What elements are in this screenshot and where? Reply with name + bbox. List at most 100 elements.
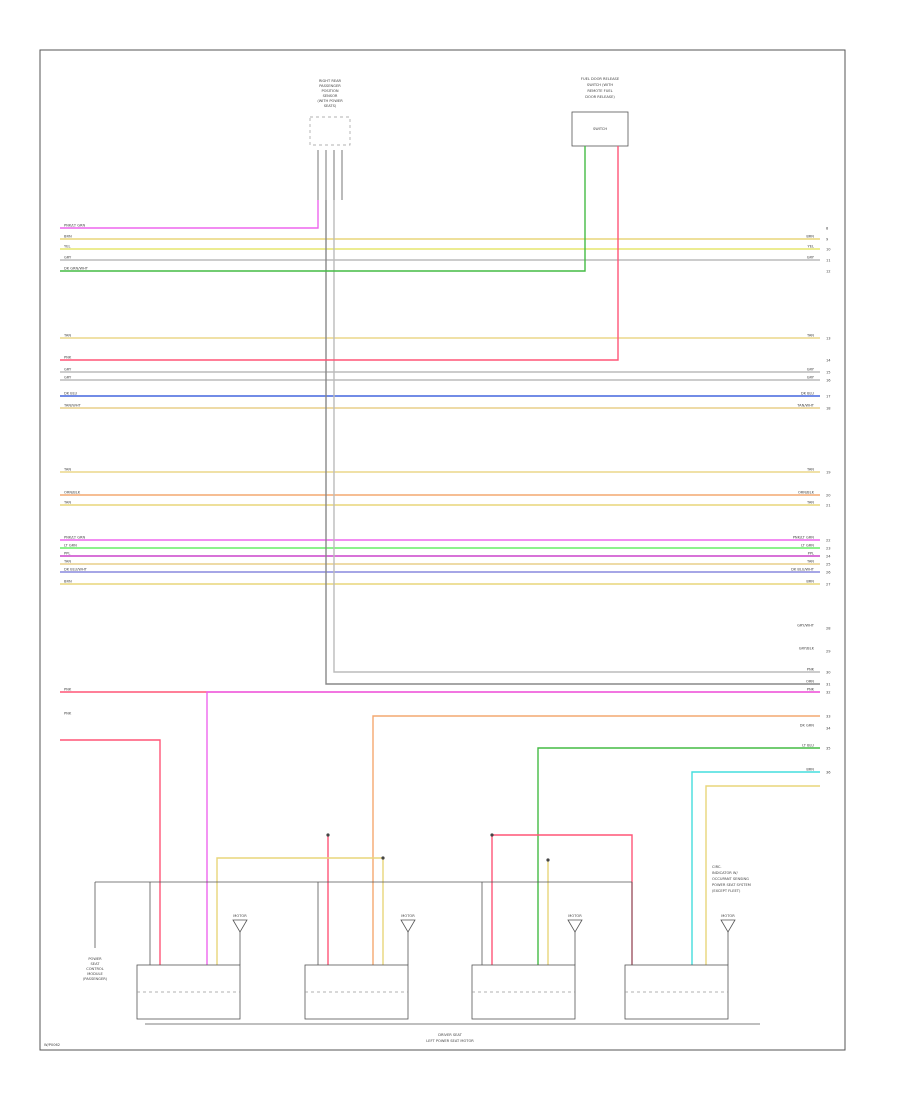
pin-number: 28 xyxy=(826,627,831,631)
switch-label-2: SWITCH (WITH xyxy=(587,83,613,87)
pin-number: 29 xyxy=(826,650,831,654)
pin-number: 10 xyxy=(826,248,831,252)
pin-number: 33 xyxy=(826,715,831,719)
rear-position-sensor: RIGHT REAR PASSENGER POSITION SENSOR (WI… xyxy=(309,79,351,200)
diagram-border xyxy=(39,49,846,1051)
wire-label-left: PPL xyxy=(64,552,70,556)
pin-number: 30 xyxy=(826,671,831,675)
wire-label-right: ORN xyxy=(806,680,814,684)
wire-label-right: GRY/BLK xyxy=(799,647,815,651)
wire-label-right: GRY/WHT xyxy=(797,624,815,628)
indicator-note-5: (EXCEPT FLEET) xyxy=(712,889,741,893)
wire-label-right: BRN xyxy=(806,580,814,584)
indicator-note: CIRC. INDICATOR W/ OCCUPANT SENSING POWE… xyxy=(712,865,751,893)
pin-number: 18 xyxy=(826,407,831,411)
wire-label-left: PNK xyxy=(64,712,72,716)
vwire-motor3-green xyxy=(537,747,820,965)
motor-connector xyxy=(720,919,736,933)
wire-label-left: GRY xyxy=(64,376,72,380)
motor-box xyxy=(624,964,729,1020)
motor-connector xyxy=(400,919,416,933)
motor-block-4: MOTOR xyxy=(624,914,736,1020)
ground-bus: POWER SEAT CONTROL MODULE (PASSENGER) xyxy=(83,881,633,981)
wire-label-left: TAN/WHT xyxy=(63,404,82,408)
motor-box xyxy=(304,964,409,1020)
indicator-note-2: INDICATOR W/ xyxy=(712,871,738,875)
wire-label-left: DK GRN/WHT xyxy=(64,267,89,271)
sensor-label-5: (WITH POWER xyxy=(317,99,343,103)
pin-number: 8 xyxy=(826,227,829,231)
wire-label-left: GRY xyxy=(64,256,72,260)
wire-label-left: PNK/LT GRN xyxy=(64,224,86,228)
wire-label-left: PNK/LT GRN xyxy=(64,536,86,540)
motor-connector xyxy=(232,919,248,933)
wire-label-left: ORN/BLK xyxy=(64,491,81,495)
wire-label-right: BRN xyxy=(806,235,814,239)
pin-number: 19 xyxy=(826,471,831,475)
wire-label-left: TAN xyxy=(63,560,71,564)
wire-label-right: GRY xyxy=(807,368,815,372)
fuel-door-switch: FUEL DOOR RELEASE SWITCH (WITH REMOTE FU… xyxy=(571,77,629,147)
pin-number: 12 xyxy=(826,270,831,274)
pin-number: 26 xyxy=(826,571,831,575)
vwire-motor1-tan xyxy=(216,857,384,965)
switch-label-1: FUEL DOOR RELEASE xyxy=(581,77,620,81)
pin-number: 32 xyxy=(826,691,831,695)
sensor-label-2: PASSENGER xyxy=(319,84,341,88)
wire-label-right: TAN xyxy=(806,334,814,338)
switch-box-label: SWITCH xyxy=(593,127,607,131)
wire-label-right: ORN/BLK xyxy=(798,491,815,495)
wire-label-right: DK BLU xyxy=(801,392,815,396)
ground-note-4: MODULE xyxy=(87,972,103,976)
vwire-motor3-pink xyxy=(491,834,633,965)
junction-node-2 xyxy=(490,833,494,837)
indicator-note-3: OCCUPANT SENSING xyxy=(712,877,749,881)
vwire-switch-pink xyxy=(60,146,619,361)
wire-label-left: YEL xyxy=(64,245,70,249)
footer-id: W/P0062 xyxy=(44,1043,60,1047)
switch-label-3: REMOTE FUEL xyxy=(587,89,612,93)
pin-number: 27 xyxy=(826,583,831,587)
pin-number: 16 xyxy=(826,379,831,383)
wire-label-left: DK BLU/WHT xyxy=(64,568,88,572)
wire-label-left: BRN xyxy=(64,235,72,239)
wire-label-right: TAN xyxy=(806,501,814,505)
wire-label-right: PNK xyxy=(807,668,815,672)
wire-label-left: PNK xyxy=(64,356,72,360)
motor-box xyxy=(136,964,241,1020)
wire-label-left: BRN xyxy=(64,580,72,584)
motor-label: MOTOR xyxy=(401,914,415,918)
sensor-label-3: POSITION xyxy=(321,89,338,93)
wire-label-right: LT GRN xyxy=(801,544,814,548)
pin-number: 21 xyxy=(826,504,831,508)
wire-label-left: TAN xyxy=(63,501,71,505)
pin-number: 17 xyxy=(826,395,831,399)
vwire-sensor-pink xyxy=(60,200,319,229)
wire-label-left: TAN xyxy=(63,334,71,338)
pin-number: 25 xyxy=(826,563,831,567)
pin-number: 24 xyxy=(826,555,831,559)
wire-label-right: TAN xyxy=(806,468,814,472)
wire-label-left: DK BLU xyxy=(64,392,78,396)
sensor-label-1: RIGHT REAR xyxy=(319,79,342,83)
wire-label-right: GRY xyxy=(807,256,815,260)
vwire-motor1-pink xyxy=(60,739,161,965)
motor-box xyxy=(471,964,576,1020)
junction-node-1 xyxy=(326,833,330,837)
motor-block-3: MOTOR xyxy=(471,914,583,1020)
indicator-note-4: POWER SEAT SYSTEM xyxy=(712,883,751,887)
indicator-note-1: CIRC. xyxy=(712,865,722,869)
wire-label-left: TAN xyxy=(63,468,71,472)
wire-label-left: PNK xyxy=(64,688,72,692)
ground-note-3: CONTROL xyxy=(86,967,104,971)
wire-label-right: PNK xyxy=(807,688,815,692)
wire-label-left: GRY xyxy=(64,368,72,372)
pin-number: 11 xyxy=(826,259,831,263)
wire-label-right: PPL xyxy=(808,552,814,556)
junction-node-3 xyxy=(381,856,385,860)
wire-label-right: LT BLU xyxy=(802,744,814,748)
motor-block-1: MOTOR xyxy=(136,914,248,1020)
footer-title-1: DRIVER SEAT xyxy=(438,1033,462,1037)
motor-label: MOTOR xyxy=(233,914,247,918)
ground-note-2: SEAT xyxy=(91,962,101,966)
